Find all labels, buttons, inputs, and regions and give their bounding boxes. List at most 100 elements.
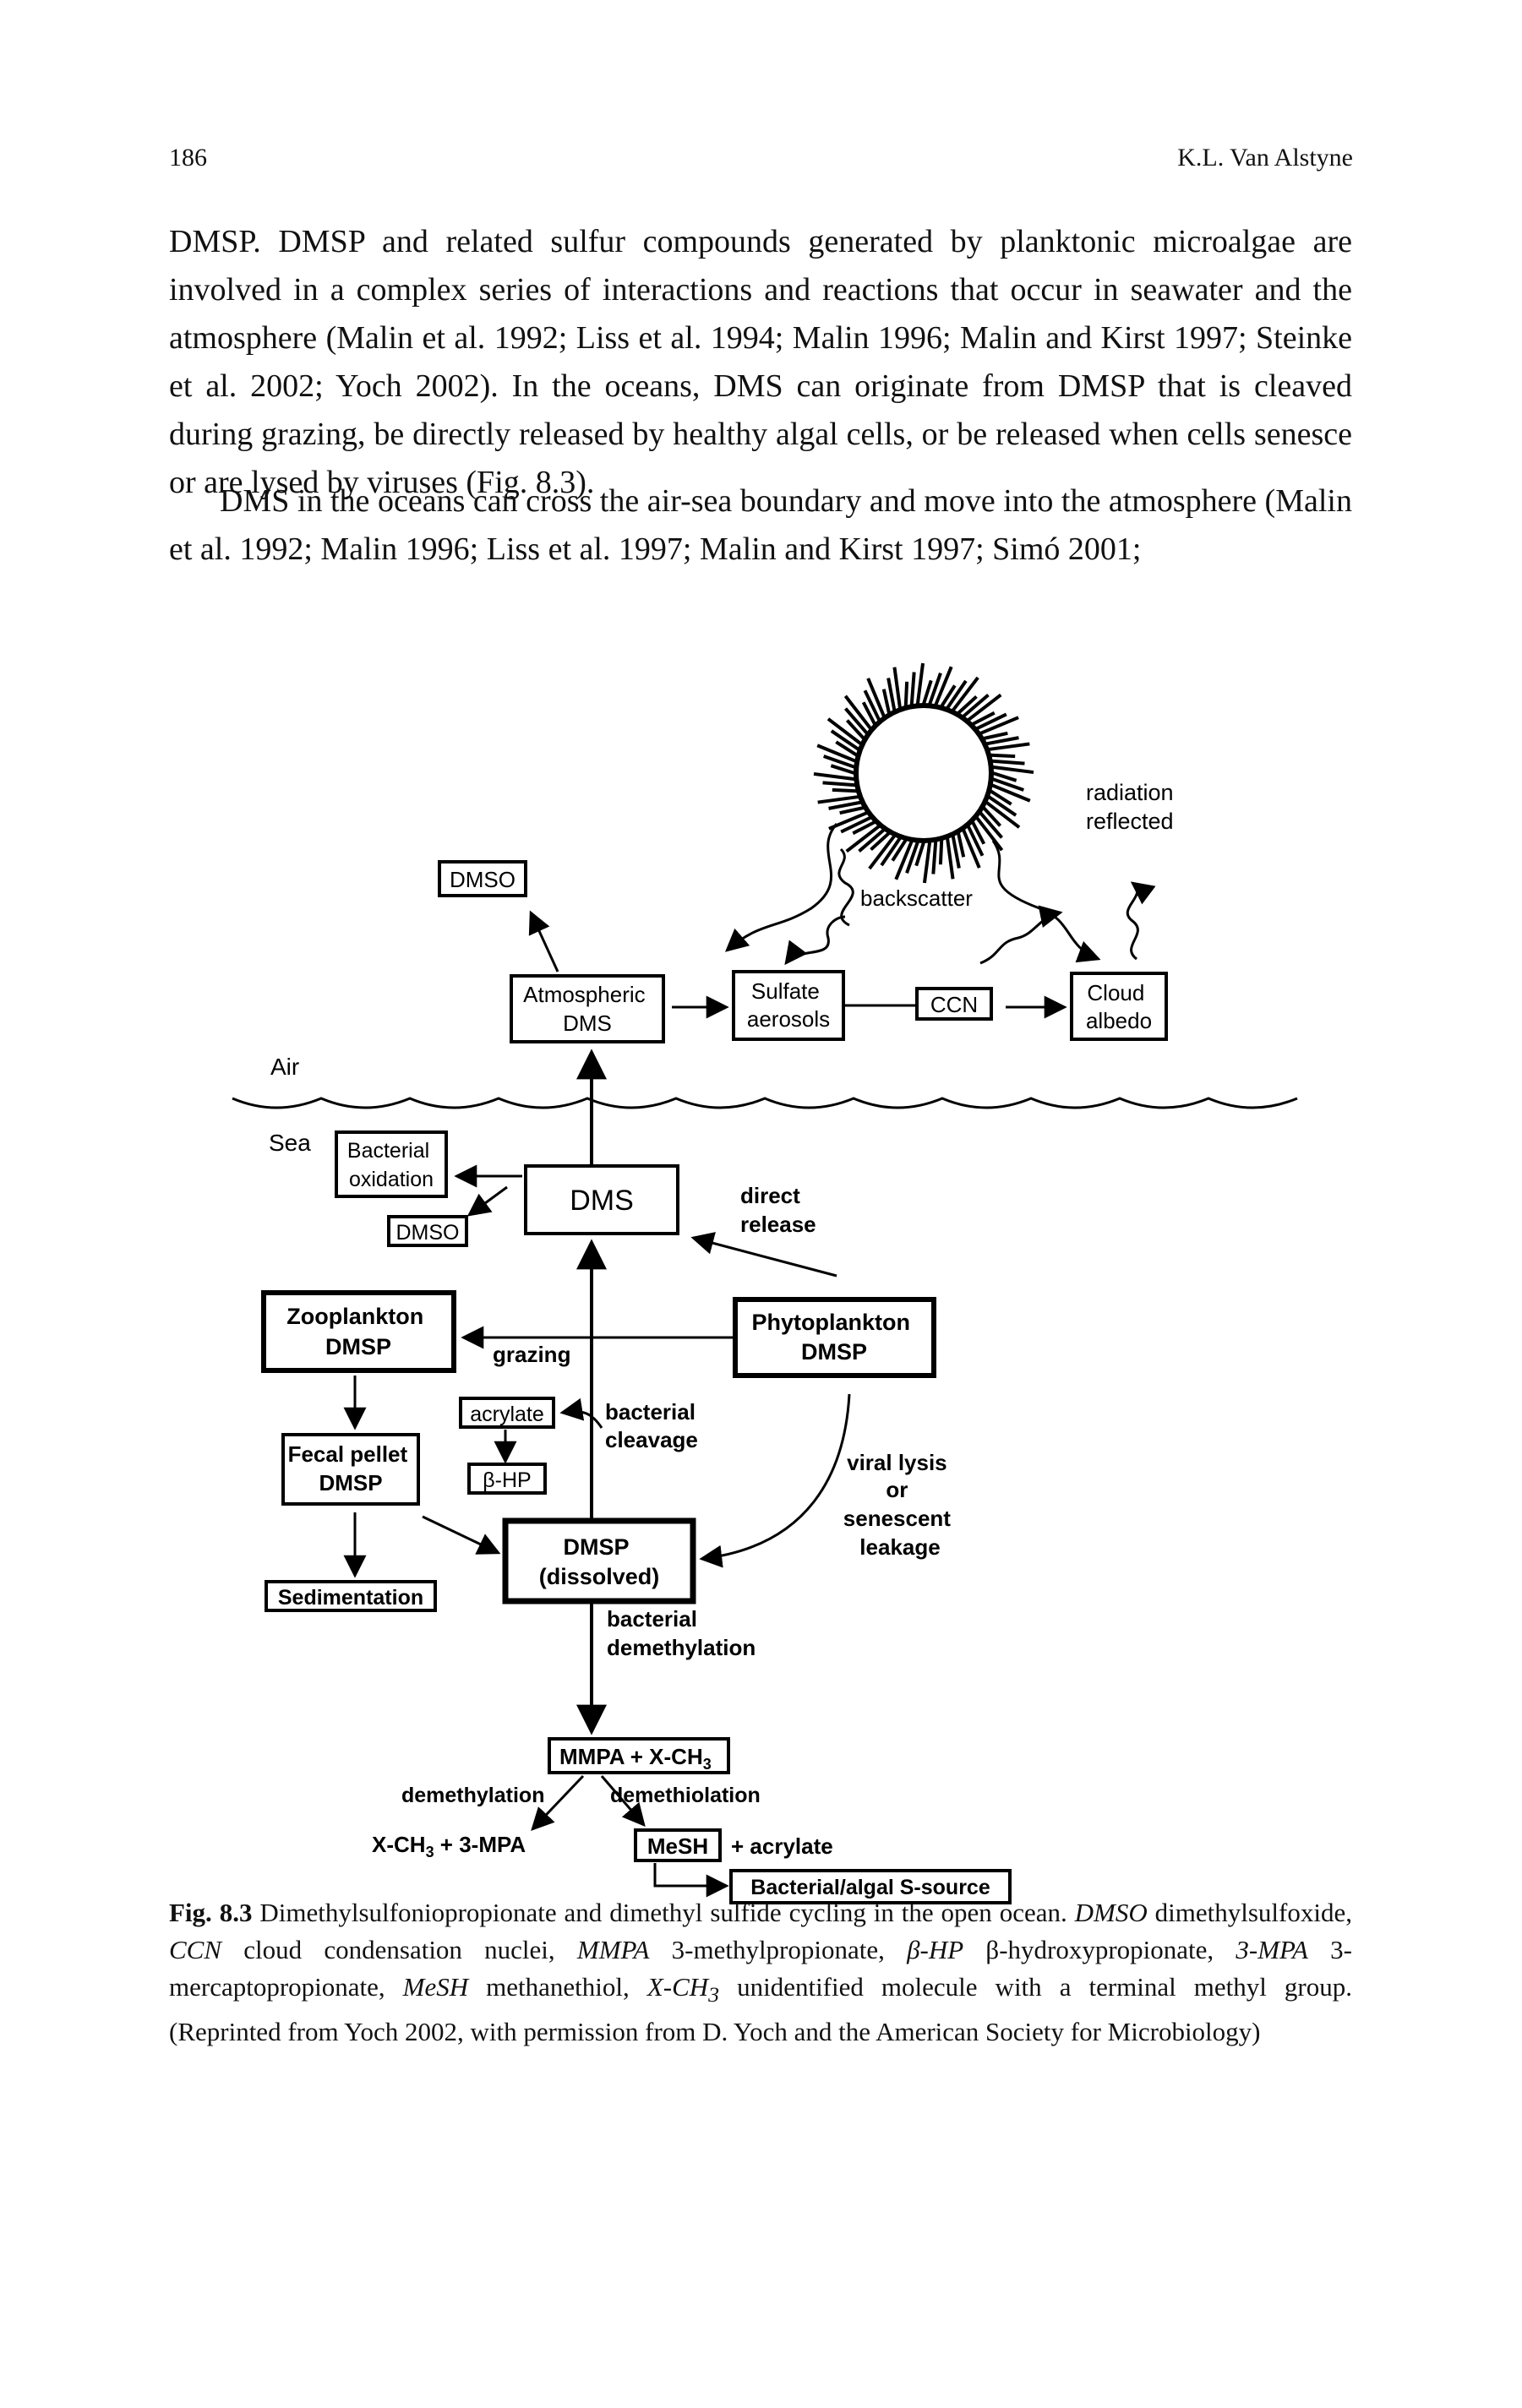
sun-ray — [991, 759, 1025, 765]
sun-ray — [903, 681, 909, 706]
backscatter-wave-1 — [837, 847, 854, 927]
sun-ray — [952, 676, 979, 711]
sun-ray — [894, 840, 914, 880]
sun-ray — [979, 716, 1019, 735]
running-author: K.L. Van Alstyne — [1177, 144, 1353, 172]
body-paragraph-2: DMS in the oceans can cross the air-sea … — [169, 483, 1352, 567]
sun-ray — [830, 764, 855, 775]
sun-ray — [972, 711, 996, 726]
sun-ray — [828, 800, 862, 810]
sun-icon — [813, 662, 1034, 884]
mesh-box — [634, 1828, 722, 1862]
direct-release-label: direct release — [740, 1183, 816, 1237]
sun-ray — [886, 678, 897, 711]
sun-ray — [975, 816, 1004, 852]
sun-ray — [823, 755, 855, 769]
sun-ray — [940, 684, 957, 707]
sun-ray — [992, 777, 1024, 792]
acrylate-label: acrylate — [470, 1403, 544, 1426]
bacterial-cleavage-label: bacterial cleavage — [605, 1399, 701, 1452]
backscatter-wave-2 — [784, 915, 846, 966]
dmso-sea-label: DMSO — [396, 1221, 460, 1245]
grazing-label: grazing — [493, 1342, 570, 1367]
phytoplankton-box — [733, 1297, 936, 1378]
sulfur-source-label: Bacterial/algal S-source — [750, 1876, 990, 1899]
sun-ray — [951, 835, 961, 869]
sea-label: Sea — [269, 1130, 311, 1156]
viral-lysis-label: viral lysis or senescent leakage — [843, 1450, 957, 1560]
arrow-fecal-to-dmsp — [422, 1515, 501, 1555]
arrow-demethiolation — [600, 1775, 646, 1828]
sun-ray — [880, 836, 902, 867]
sun-ray — [987, 795, 1017, 817]
sun-ray — [982, 806, 1002, 827]
sun-ray — [975, 712, 1007, 731]
atmospheric-dms-box — [510, 974, 665, 1043]
sun-ray — [915, 662, 925, 705]
arrow-cleavage-to-acrylate — [559, 1397, 603, 1429]
sun-ray — [967, 693, 1002, 722]
fecal-pellet-label: Fecal pellet DMSP — [288, 1441, 414, 1495]
sun-ray — [881, 689, 891, 714]
figure-caption: Fig. 8.3 Dimethylsulfoniopropionate and … — [169, 1898, 1352, 2047]
sun-ray — [817, 795, 859, 804]
bacterial-oxidation-box — [335, 1130, 448, 1198]
bacterial-demethylation-label: bacterial demethylation — [607, 1606, 756, 1660]
sun-ray — [979, 811, 1003, 839]
bhp-box — [467, 1463, 547, 1495]
sun-ray — [914, 842, 925, 867]
xch3-3mpa-label: X-CH3 + 3-MPA — [372, 1832, 526, 1860]
sun-ray — [909, 672, 916, 706]
sun-ray — [990, 753, 1016, 759]
sun-ray — [891, 839, 908, 862]
cloud-albedo-box — [1070, 972, 1168, 1041]
sun-ray — [966, 825, 985, 857]
sedimentation-box — [265, 1580, 437, 1612]
sun-ray — [946, 679, 968, 710]
sun-ray — [946, 837, 955, 880]
mmpa-label: MMPA + X-CH3 — [559, 1744, 712, 1773]
sun-ray — [861, 701, 876, 725]
sun-ray — [845, 719, 865, 740]
sun-ray — [832, 787, 857, 793]
mmpa-box — [548, 1737, 730, 1774]
arrow-dms-to-dmso — [528, 910, 559, 972]
backscatter-label: backscatter — [860, 885, 973, 911]
sun-ray — [870, 831, 891, 852]
sulfur-source-box — [729, 1869, 1012, 1904]
dmso-sea-box — [387, 1215, 468, 1247]
dmso-top-label: DMSO — [450, 867, 516, 892]
sun-ray — [830, 729, 860, 751]
sun-ray — [839, 806, 865, 815]
cloud-albedo-label: Cloud albedo — [1086, 980, 1152, 1033]
arrow-dms-to-dmso — [466, 1185, 508, 1217]
phytoplankton-label: Phytoplankton DMSP — [751, 1310, 916, 1365]
radiation-label: radiation reflected — [1086, 780, 1180, 834]
dmsp-dissolved-box — [502, 1517, 696, 1604]
sun-ray — [845, 825, 881, 853]
sun-ray — [866, 678, 886, 717]
sun-ray — [868, 835, 896, 870]
fecal-pellet-box — [281, 1433, 420, 1506]
sun-ray — [934, 666, 953, 706]
arrow-viral-lysis — [699, 1393, 851, 1568]
sun-ray — [822, 781, 856, 787]
sun-ray — [922, 679, 933, 705]
ccn-label: CCN — [930, 992, 978, 1017]
sun-ray — [928, 673, 942, 705]
bacterial-oxidation-label: Bacterial oxidation — [347, 1139, 435, 1191]
sun-ray — [840, 815, 872, 834]
sun-ray — [892, 667, 902, 709]
sunlight-wave-right — [991, 840, 1101, 963]
sulfate-aerosols-label: Sulfate aerosols — [747, 978, 830, 1032]
dms-label: DMS — [570, 1185, 634, 1217]
dmsp-dissolved-label: DMSP (dissolved) — [539, 1534, 660, 1589]
sun-ray — [835, 740, 858, 757]
demethiolation-label: demethiolation — [610, 1784, 761, 1807]
sun-ray — [988, 742, 1030, 751]
sun-ray — [957, 695, 978, 715]
arrow-mesh-to-source — [653, 1863, 729, 1898]
sedimentation-label: Sedimentation — [278, 1586, 423, 1610]
arrow-direct-release — [690, 1232, 837, 1278]
